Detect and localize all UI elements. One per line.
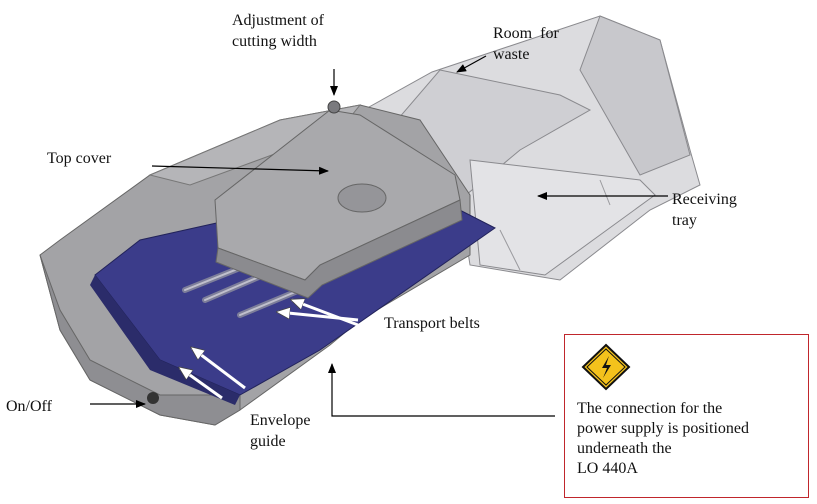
arrow-top-cover xyxy=(151,165,329,175)
label-room-for-waste: Room for waste xyxy=(493,25,559,63)
label-envelope-guide: Envelope guide xyxy=(250,412,311,450)
arrow-power-connection xyxy=(328,363,555,417)
leader-arrows xyxy=(90,55,668,417)
warning-text: The connection for the power supply is p… xyxy=(577,400,749,477)
power-switch xyxy=(147,392,159,404)
arrow-guide-2 xyxy=(180,368,223,400)
arrow-guide-1 xyxy=(192,348,246,390)
label-receiving-tray: Receiving tray xyxy=(672,191,737,229)
arrow-room xyxy=(456,55,487,73)
label-onoff: On/Off xyxy=(6,398,52,415)
high-voltage-warning-icon xyxy=(581,343,631,391)
arrow-belt-2 xyxy=(292,300,359,327)
label-top-cover: Top cover xyxy=(47,150,112,167)
label-transport-belts: Transport belts xyxy=(384,315,480,332)
power-warning-box: The connection for the power supply is p… xyxy=(564,334,809,498)
label-adjustment: Adjustment of cutting width xyxy=(232,12,324,50)
leader-arrows-white xyxy=(180,300,359,400)
top-cover xyxy=(214,100,463,299)
